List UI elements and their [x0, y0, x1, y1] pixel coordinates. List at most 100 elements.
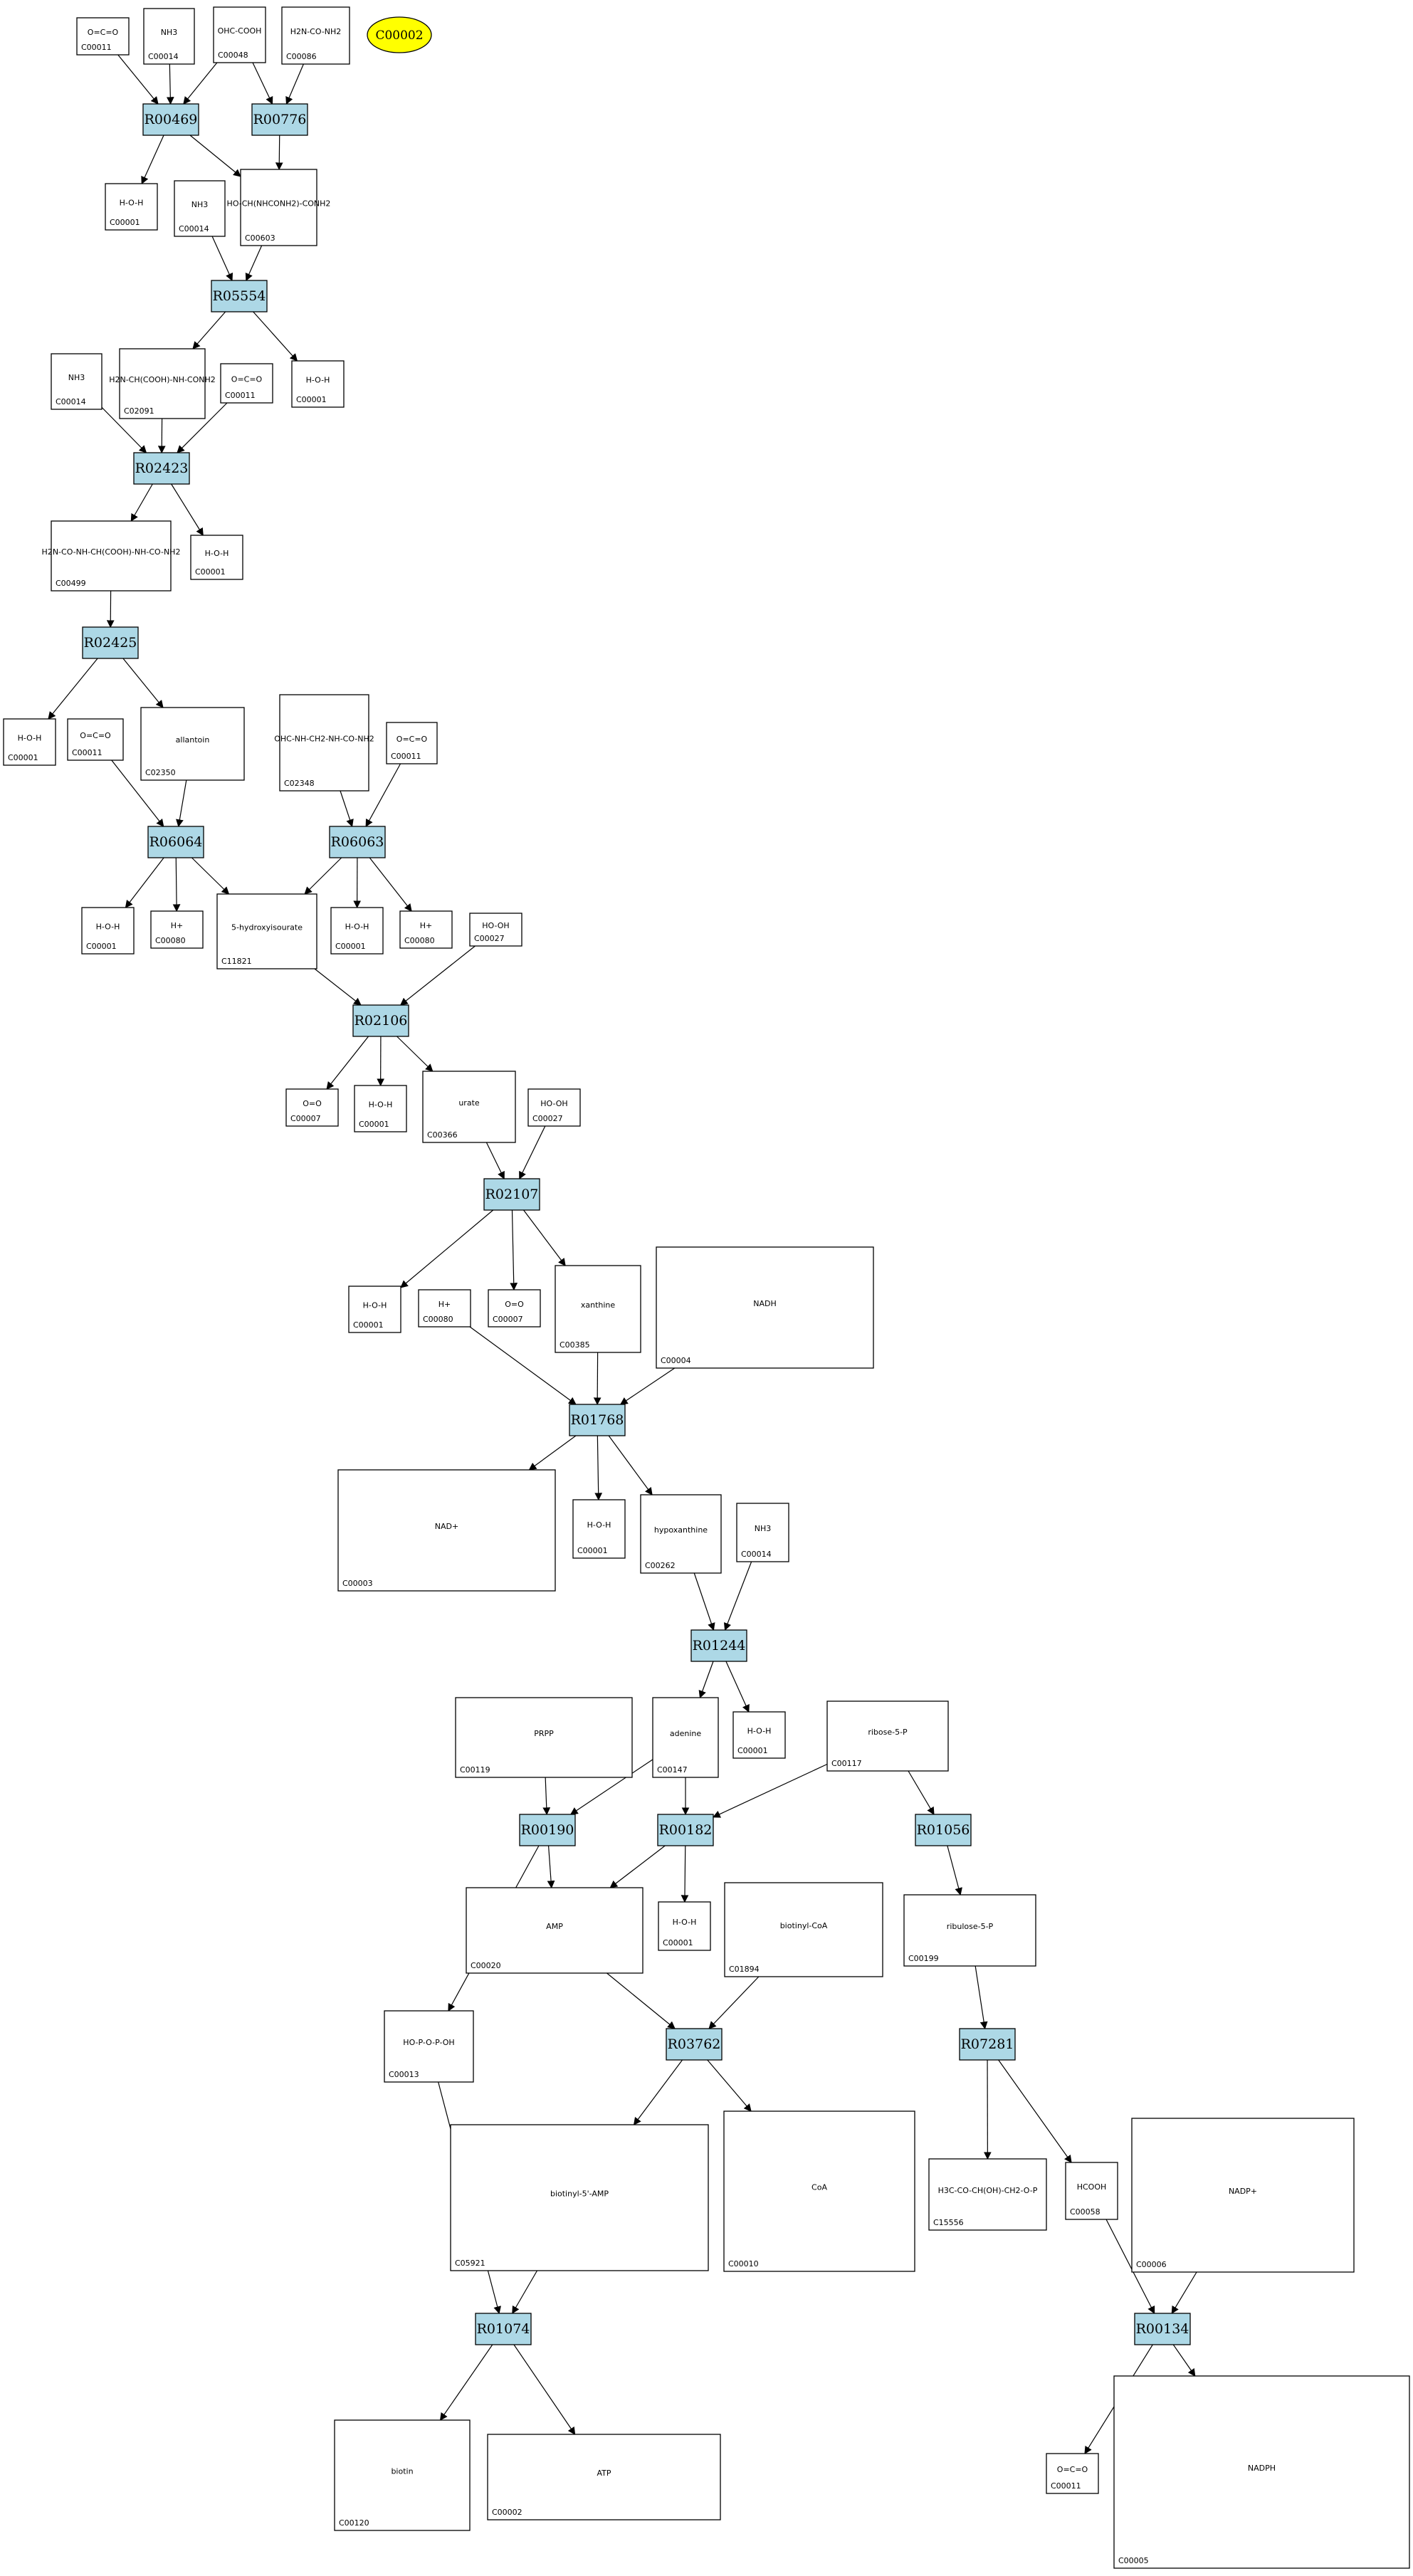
compound-structure: xanthine	[581, 1300, 616, 1310]
compound-structure: HCOOH	[1077, 2182, 1107, 2192]
edge-R00776-c6	[275, 135, 283, 171]
reaction-node-r05554[interactable]: R05554	[211, 280, 268, 312]
reaction-node-r00190[interactable]: R00190	[519, 1814, 576, 1846]
compound-node-c00080[interactable]: H+C00080	[399, 910, 453, 949]
compound-structure: 5-hydroxyisourate	[231, 923, 303, 932]
edge-R00134-c55	[1172, 2344, 1196, 2377]
reaction-node-r03762[interactable]: R03762	[666, 2028, 723, 2061]
reaction-node-r01056[interactable]: R01056	[915, 1814, 972, 1846]
edge-R03762-c47	[633, 2059, 683, 2125]
reaction-label: R00469	[145, 112, 198, 127]
compound-structure: H3C-CO-CH(OH)-CH2-O-P	[938, 2186, 1038, 2195]
compound-structure: NH3	[755, 1524, 772, 1533]
reaction-node-r00182[interactable]: R00182	[657, 1814, 714, 1846]
reaction-node-r01074[interactable]: R01074	[475, 2313, 532, 2345]
start-node[interactable]: C00002	[367, 16, 432, 53]
compound-node-c00003[interactable]: NAD+C00003	[337, 1469, 556, 1592]
compound-node-c15556[interactable]: H3C-CO-CH(OH)-CH2-O-P C15556	[928, 2158, 1047, 2231]
edges-layer	[48, 54, 1197, 2454]
compound-label: C00027	[532, 1114, 563, 1123]
edge-R01768-c36	[608, 1435, 653, 1495]
compound-label: C02350	[145, 768, 176, 777]
compound-label: C00005	[1118, 2556, 1149, 2565]
compound-structure: ribose-5-P	[868, 1728, 908, 1737]
compound-structure: biotinyl-CoA	[780, 1921, 828, 1930]
reaction-node-r02106[interactable]: R02106	[352, 1004, 409, 1037]
edge-c15-R06064	[111, 759, 164, 827]
compound-label: C15556	[933, 2218, 964, 2227]
reaction-node-r02107[interactable]: R02107	[483, 1178, 540, 1211]
reaction-node-r00776[interactable]: R00776	[251, 103, 308, 136]
compound-label: C00499	[56, 579, 86, 588]
compound-structure: biotinyl-5'-AMP	[550, 2189, 609, 2199]
reaction-node-r02423[interactable]: R02423	[133, 452, 190, 485]
compound-structure: H-O-H	[363, 1301, 387, 1310]
reaction-node-r07281[interactable]: R07281	[959, 2028, 1016, 2061]
compound-node-c00080[interactable]: H+C00080	[150, 910, 204, 949]
reaction-node-r02425[interactable]: R02425	[82, 626, 139, 659]
compound-label: C00001	[195, 567, 226, 577]
reaction-node-r00469[interactable]: R00469	[142, 103, 199, 136]
reaction-label: R01244	[693, 1638, 746, 1654]
reaction-label: R00190	[521, 1822, 574, 1838]
reaction-node-r01768[interactable]: R01768	[569, 1404, 626, 1436]
compound-node-c00080[interactable]: H+C00080	[418, 1289, 471, 1328]
compound-structure: NADP+	[1229, 2187, 1257, 2196]
edge-R01768-c35	[594, 1435, 603, 1501]
reaction-node-r06063[interactable]: R06063	[329, 826, 386, 858]
reaction-node-r01244[interactable]: R01244	[690, 1629, 747, 1662]
reaction-node-r06064[interactable]: R06064	[147, 826, 204, 858]
compound-node-c00006[interactable]: NADP+C00006	[1131, 2118, 1355, 2273]
reaction-node-r00134[interactable]: R00134	[1134, 2313, 1191, 2345]
